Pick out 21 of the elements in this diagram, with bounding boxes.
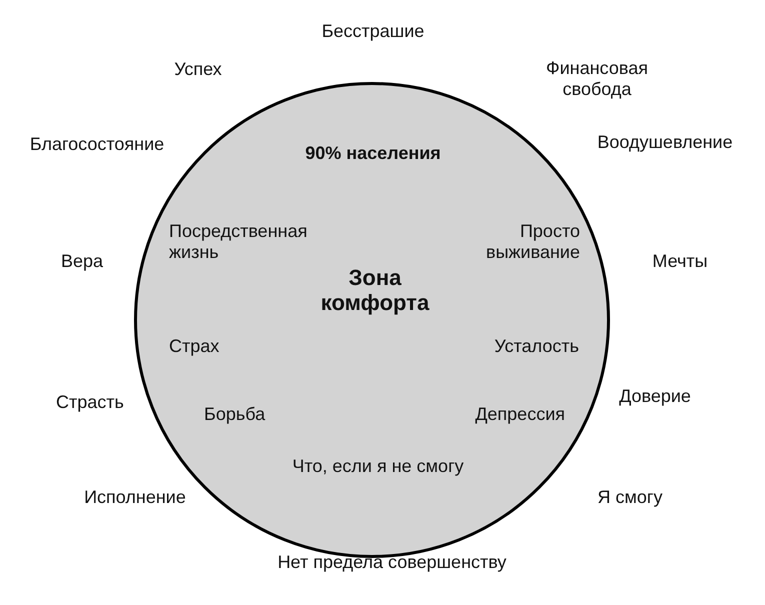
outer-label: Страсть — [55, 392, 125, 413]
outer-label: Вера — [60, 251, 104, 272]
heading: 90% населения — [304, 143, 442, 164]
outer-label: Благосостояние — [28, 134, 166, 155]
outer-label: Доверие — [618, 386, 692, 407]
outer-label: Воодушевление — [596, 132, 734, 153]
inner-text: Посредственная жизнь — [169, 221, 308, 262]
outer-label: Нет предела совершенству — [276, 552, 508, 573]
inner-text: Просто выживание — [485, 221, 580, 262]
outer-label: Я смогу — [596, 487, 664, 508]
inner-text: Что, если я не смогу — [291, 456, 465, 477]
outer-label: Успех — [173, 59, 223, 80]
outer-label: Бесстрашие — [320, 21, 426, 42]
inner-text: Депрессия — [474, 404, 565, 425]
outer-label: Финансовая свобода — [545, 58, 649, 100]
outer-label: Мечты — [651, 251, 709, 272]
inner-text: Страх — [169, 336, 220, 357]
inner-text: Усталость — [493, 336, 579, 357]
center-title: Зона комфорта — [320, 265, 430, 316]
outer-label: Исполнение — [83, 487, 187, 508]
inner-text: Борьба — [204, 404, 266, 425]
